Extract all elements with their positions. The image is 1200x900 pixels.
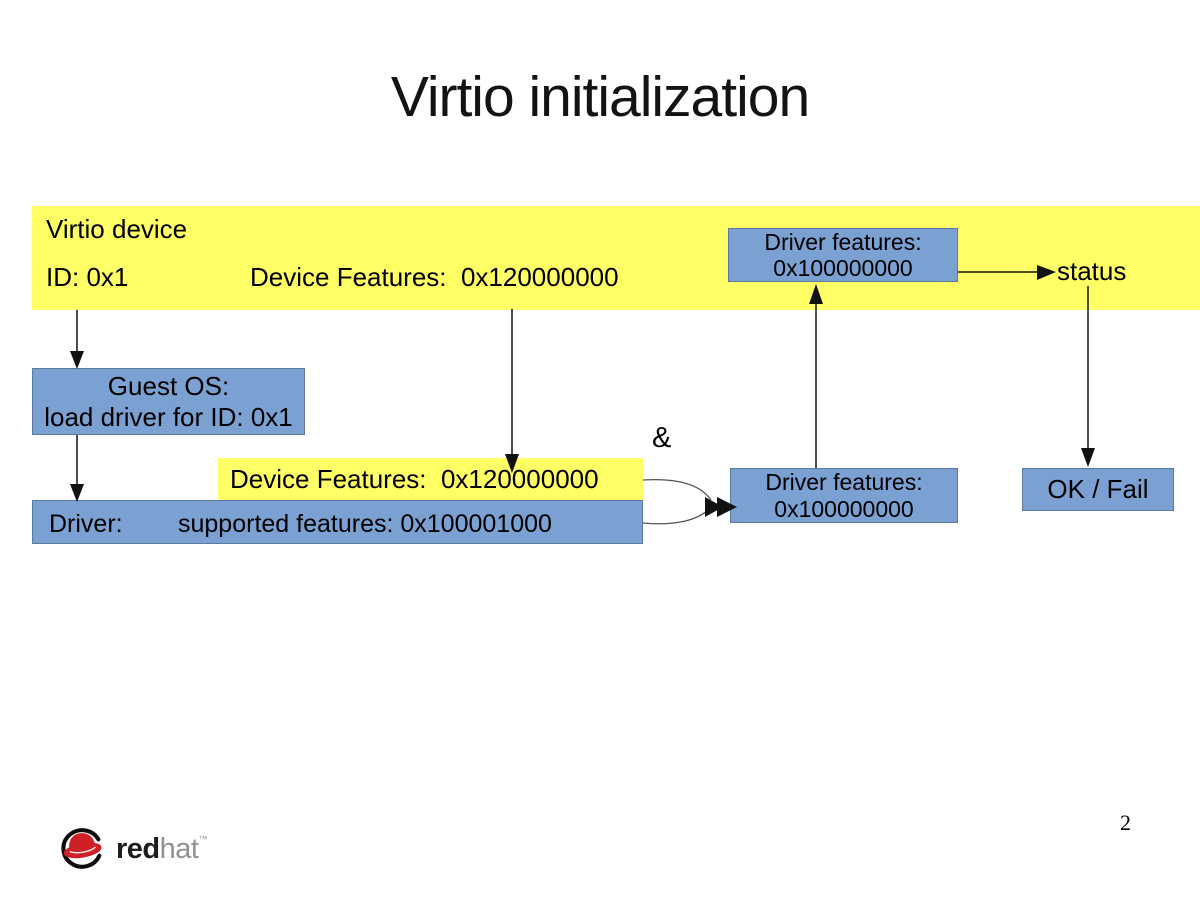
driver-box: Driver: supported features: 0x100001000 bbox=[32, 500, 643, 544]
driver-features-result-line1: Driver features: bbox=[765, 469, 923, 496]
arrow-id-to-guest-os bbox=[70, 310, 84, 369]
driver-supported-features-label: supported features: 0x100001000 bbox=[178, 510, 552, 538]
device-features-copy-box: Device Features: 0x120000000 bbox=[218, 458, 643, 500]
redhat-fedora-icon bbox=[61, 828, 102, 869]
guest-os-box: Guest OS: load driver for ID: 0x1 bbox=[32, 368, 305, 435]
driver-features-result-box: Driver features: 0x100000000 bbox=[730, 468, 958, 523]
driver-features-result-line2: 0x100000000 bbox=[774, 495, 914, 522]
device-features-label: Device Features: 0x120000000 bbox=[250, 262, 619, 292]
virtio-device-label: Virtio device bbox=[46, 214, 188, 244]
redhat-logo: redhat™ bbox=[58, 826, 207, 870]
redhat-trademark: ™ bbox=[198, 834, 207, 844]
redhat-wordmark-red: red bbox=[116, 833, 160, 865]
driver-features-written-line2: 0x100000000 bbox=[773, 255, 913, 281]
ok-fail-box: OK / Fail bbox=[1022, 468, 1174, 511]
arrow-status-to-ok-fail bbox=[1081, 286, 1095, 467]
slide-title: Virtio initialization bbox=[390, 65, 810, 129]
virtio-device-banner: Virtio device ID: 0x1 Device Features: 0… bbox=[32, 206, 1200, 310]
ok-fail-label: OK / Fail bbox=[1047, 474, 1149, 504]
driver-features-written-box: Driver features: 0x100000000 bbox=[728, 228, 958, 282]
page-number: 2 bbox=[1120, 810, 1131, 835]
arrow-result-to-written bbox=[809, 284, 823, 468]
guest-os-line1: Guest OS: bbox=[107, 370, 230, 401]
and-operator-label: & bbox=[652, 422, 672, 454]
redhat-wordmark: redhat™ bbox=[116, 835, 207, 870]
status-label: status bbox=[1057, 256, 1127, 286]
redhat-wordmark-hat: hat bbox=[159, 833, 199, 865]
arrow-device-features-to-copy bbox=[505, 309, 519, 473]
device-features-copy-label: Device Features: 0x120000000 bbox=[230, 463, 599, 494]
driver-label: Driver: bbox=[49, 510, 123, 538]
arrow-guest-os-to-driver bbox=[70, 435, 84, 502]
driver-features-written-line1: Driver features: bbox=[764, 228, 922, 255]
guest-os-line2: load driver for ID: 0x1 bbox=[44, 401, 293, 432]
arrow-and-merge bbox=[642, 478, 737, 525]
device-id-label: ID: 0x1 bbox=[46, 262, 129, 292]
